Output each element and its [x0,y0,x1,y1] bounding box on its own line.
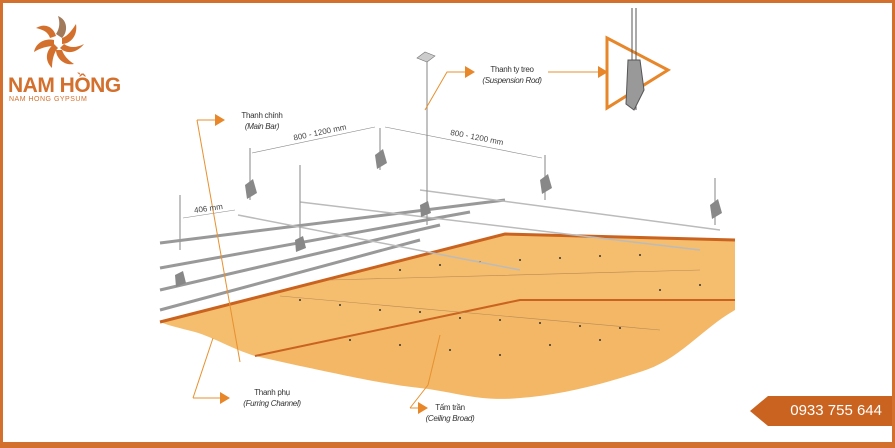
phone-badge[interactable]: 0933 755 644 [750,396,892,426]
main-bars [237,189,721,271]
hanger-detail-icon [625,8,645,111]
ceiling-board [160,234,735,356]
hangers [175,149,722,287]
label-suspension-rod: Thanh ty treo(Suspension Rod) [482,65,542,85]
label-ceiling-board: Tấm trần(Ceiling Broad) [425,403,475,423]
logo-tagline: NAM HONG GYPSUM [9,96,88,103]
logo-name: NAM HỒNG [8,74,121,97]
label-furring-channel: Thanh phụ(Furring Channel) [243,388,301,408]
logo-icon [34,16,84,68]
label-main-bar: Thanh chính(Main Bar) [241,111,283,131]
screw-dots [299,254,701,356]
ceiling-board-lower [255,300,735,399]
